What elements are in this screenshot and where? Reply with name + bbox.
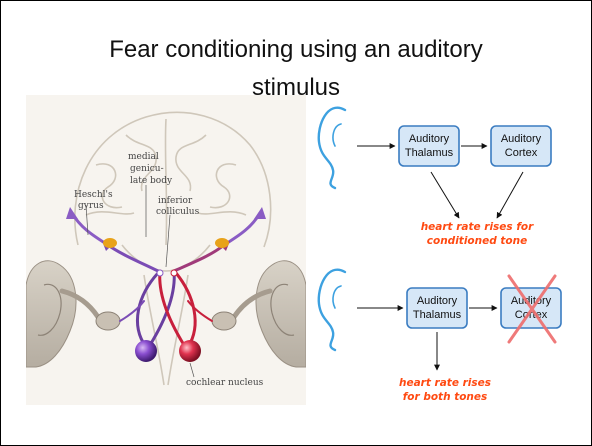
thalamus-bottom-line-2: Thalamus: [413, 309, 462, 321]
label-heschl-2: gyrus: [78, 201, 104, 211]
left-ear: [26, 260, 121, 368]
arrow-cortex-to-heart-top: [496, 171, 524, 219]
ear-icon-bottom: [317, 268, 347, 352]
label-medial-3: late body: [130, 176, 173, 186]
fear-conditioning-flow-diagrams: Auditory Thalamus Auditory Cortex heart …: [317, 106, 562, 403]
cochlear-nucleus-right: [179, 340, 201, 362]
ear-inner-icon-top: [332, 123, 342, 147]
cortex-bottom-line-1: Auditory: [511, 295, 552, 307]
title-line-1: Fear conditioning using an auditory: [109, 36, 483, 63]
brain-auditory-pathway-figure: medial genicu- late body Heschl's gyrus …: [26, 95, 306, 405]
label-leader-lines: [85, 185, 195, 378]
cortex-top-line-1: Auditory: [501, 133, 542, 145]
label-cochlear-nucleus: cochlear nucleus: [186, 378, 264, 388]
ear-inner-icon-bottom: [332, 285, 342, 309]
ear-icon-top: [317, 106, 347, 190]
note-top-line-1: heart rate rises for: [421, 221, 534, 233]
label-heschl-1: Heschl's: [74, 190, 113, 200]
inferior-colliculus-dots: [156, 269, 178, 277]
medial-geniculate-nuclei: [103, 238, 229, 248]
thalamus-box-bottom: [406, 287, 468, 329]
thalamus-top-line-1: Auditory: [409, 133, 450, 145]
cortex-box-top: [490, 125, 552, 167]
thalamus-box-top: [398, 125, 460, 167]
note-bottom-line-1: heart rate rises: [399, 377, 491, 389]
cochlear-nucleus-left: [135, 340, 157, 362]
arrow-thalamus-to-heart-top: [430, 171, 460, 219]
thalamus-top-line-2: Thalamus: [405, 147, 454, 159]
note-bottom-line-2: for both tones: [403, 391, 488, 403]
note-top-line-2: conditioned tone: [427, 235, 527, 247]
thalamus-bottom-line-1: Auditory: [417, 295, 458, 307]
cortex-top-line-2: Cortex: [505, 147, 538, 159]
slide-title: Fear conditioning using an auditory stim…: [31, 31, 561, 107]
label-medial-1: medial: [128, 152, 159, 162]
label-inferior-2: colliculus: [156, 207, 200, 217]
cortex-cross-out-icon: [507, 274, 557, 344]
label-medial-2: genicu-: [130, 164, 164, 174]
label-inferior-1: inferior: [158, 196, 193, 206]
right-ear: [211, 260, 306, 368]
